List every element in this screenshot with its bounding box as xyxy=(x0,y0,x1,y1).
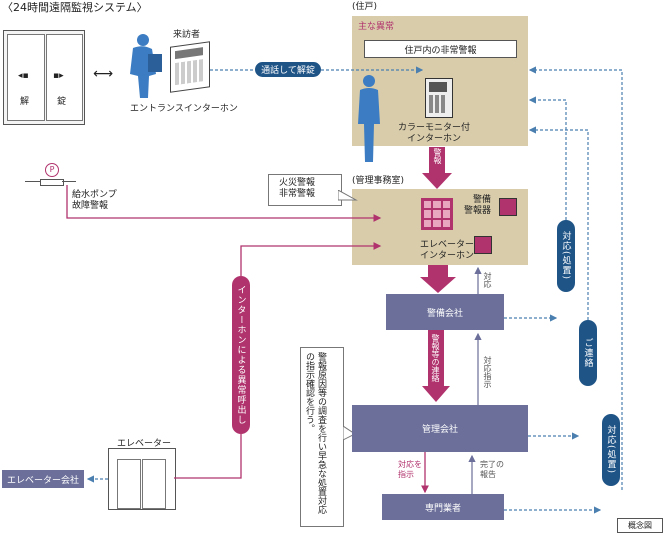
security-alarm-icon xyxy=(499,198,517,216)
alarm-contact-arrow xyxy=(422,330,450,402)
pump-alarm-label: 給水ポンプ 故障警報 xyxy=(72,190,117,211)
inunit-alarm-box: 住戸内の非常警報 xyxy=(364,40,517,58)
visitor-figure xyxy=(130,34,162,98)
alarm-arrow-label: 警報 xyxy=(433,148,442,164)
arrow-right-icon: ▪▸ xyxy=(53,71,64,81)
fire-alarm-callout: 火災警報 非常警報 xyxy=(268,174,342,206)
elevator-company-box: エレベーター会社 xyxy=(2,470,84,488)
fire-panel-icon xyxy=(421,198,453,230)
door-lock-label: 錠 xyxy=(57,97,67,107)
investigation-note: 警報原因等の調査を行い早急な処置対応の指示確認を行う。 xyxy=(300,347,344,527)
management-office-label: (管理事務室) xyxy=(352,176,405,186)
elevator-box xyxy=(108,448,176,510)
intercom-abnormal-call-badge: インターホンによる異常呼出し xyxy=(232,276,250,434)
security-company-box: 警備会社 xyxy=(386,294,504,330)
page-title: 〈24時間遠隔監視システム〉 xyxy=(2,1,148,14)
specialist-box: 専門業者 xyxy=(382,494,504,520)
completion-report-label: 完了の 報告 xyxy=(480,460,504,479)
entrance-door: ◂▪ ▪▸ 解 錠 xyxy=(3,30,85,125)
concept-label: 概念図 xyxy=(617,518,663,533)
color-monitor-label: カラーモニター付 インターホン xyxy=(398,123,471,144)
management-company-box: 管理会社 xyxy=(352,405,528,452)
residence-label: (住戸) xyxy=(352,2,378,12)
door-unlock-label: 解 xyxy=(20,97,30,107)
double-arrow-icon: ⟷ xyxy=(93,66,114,82)
alarm-arrow xyxy=(422,147,452,189)
color-monitor-intercom xyxy=(425,78,453,118)
pump-symbol: P xyxy=(45,163,59,177)
elevator-intercom-icon xyxy=(474,236,492,254)
entrance-intercom-label: エントランスインターホン xyxy=(130,104,238,114)
visitor-label: 来訪者 xyxy=(173,30,201,40)
main-alarm-label: 主な異常 xyxy=(358,22,395,32)
office-to-security-arrow xyxy=(420,265,456,293)
alarm-contact-label: 警報等の連絡 xyxy=(431,334,440,382)
call-unlock-badge: 通話して解錠 xyxy=(255,62,321,77)
elevator-intercom-label: エレベーター インターホン xyxy=(420,240,475,261)
response-action-1-badge: 対応(処置) xyxy=(557,220,575,292)
response-action-2-badge: 対応(処置) xyxy=(602,414,620,486)
arrow-left-icon: ◂▪ xyxy=(18,71,29,81)
instruct-response-label: 対応を 指示 xyxy=(398,460,422,479)
resident-figure xyxy=(358,75,380,162)
contact-badge: ご連絡 xyxy=(579,320,597,386)
response-instruction-label: 対応指示 xyxy=(483,356,492,388)
security-alarm-label: 警備 警報器 xyxy=(464,195,492,216)
elevator-label: エレベーター xyxy=(117,439,172,449)
response-label: 対応 xyxy=(483,272,492,288)
